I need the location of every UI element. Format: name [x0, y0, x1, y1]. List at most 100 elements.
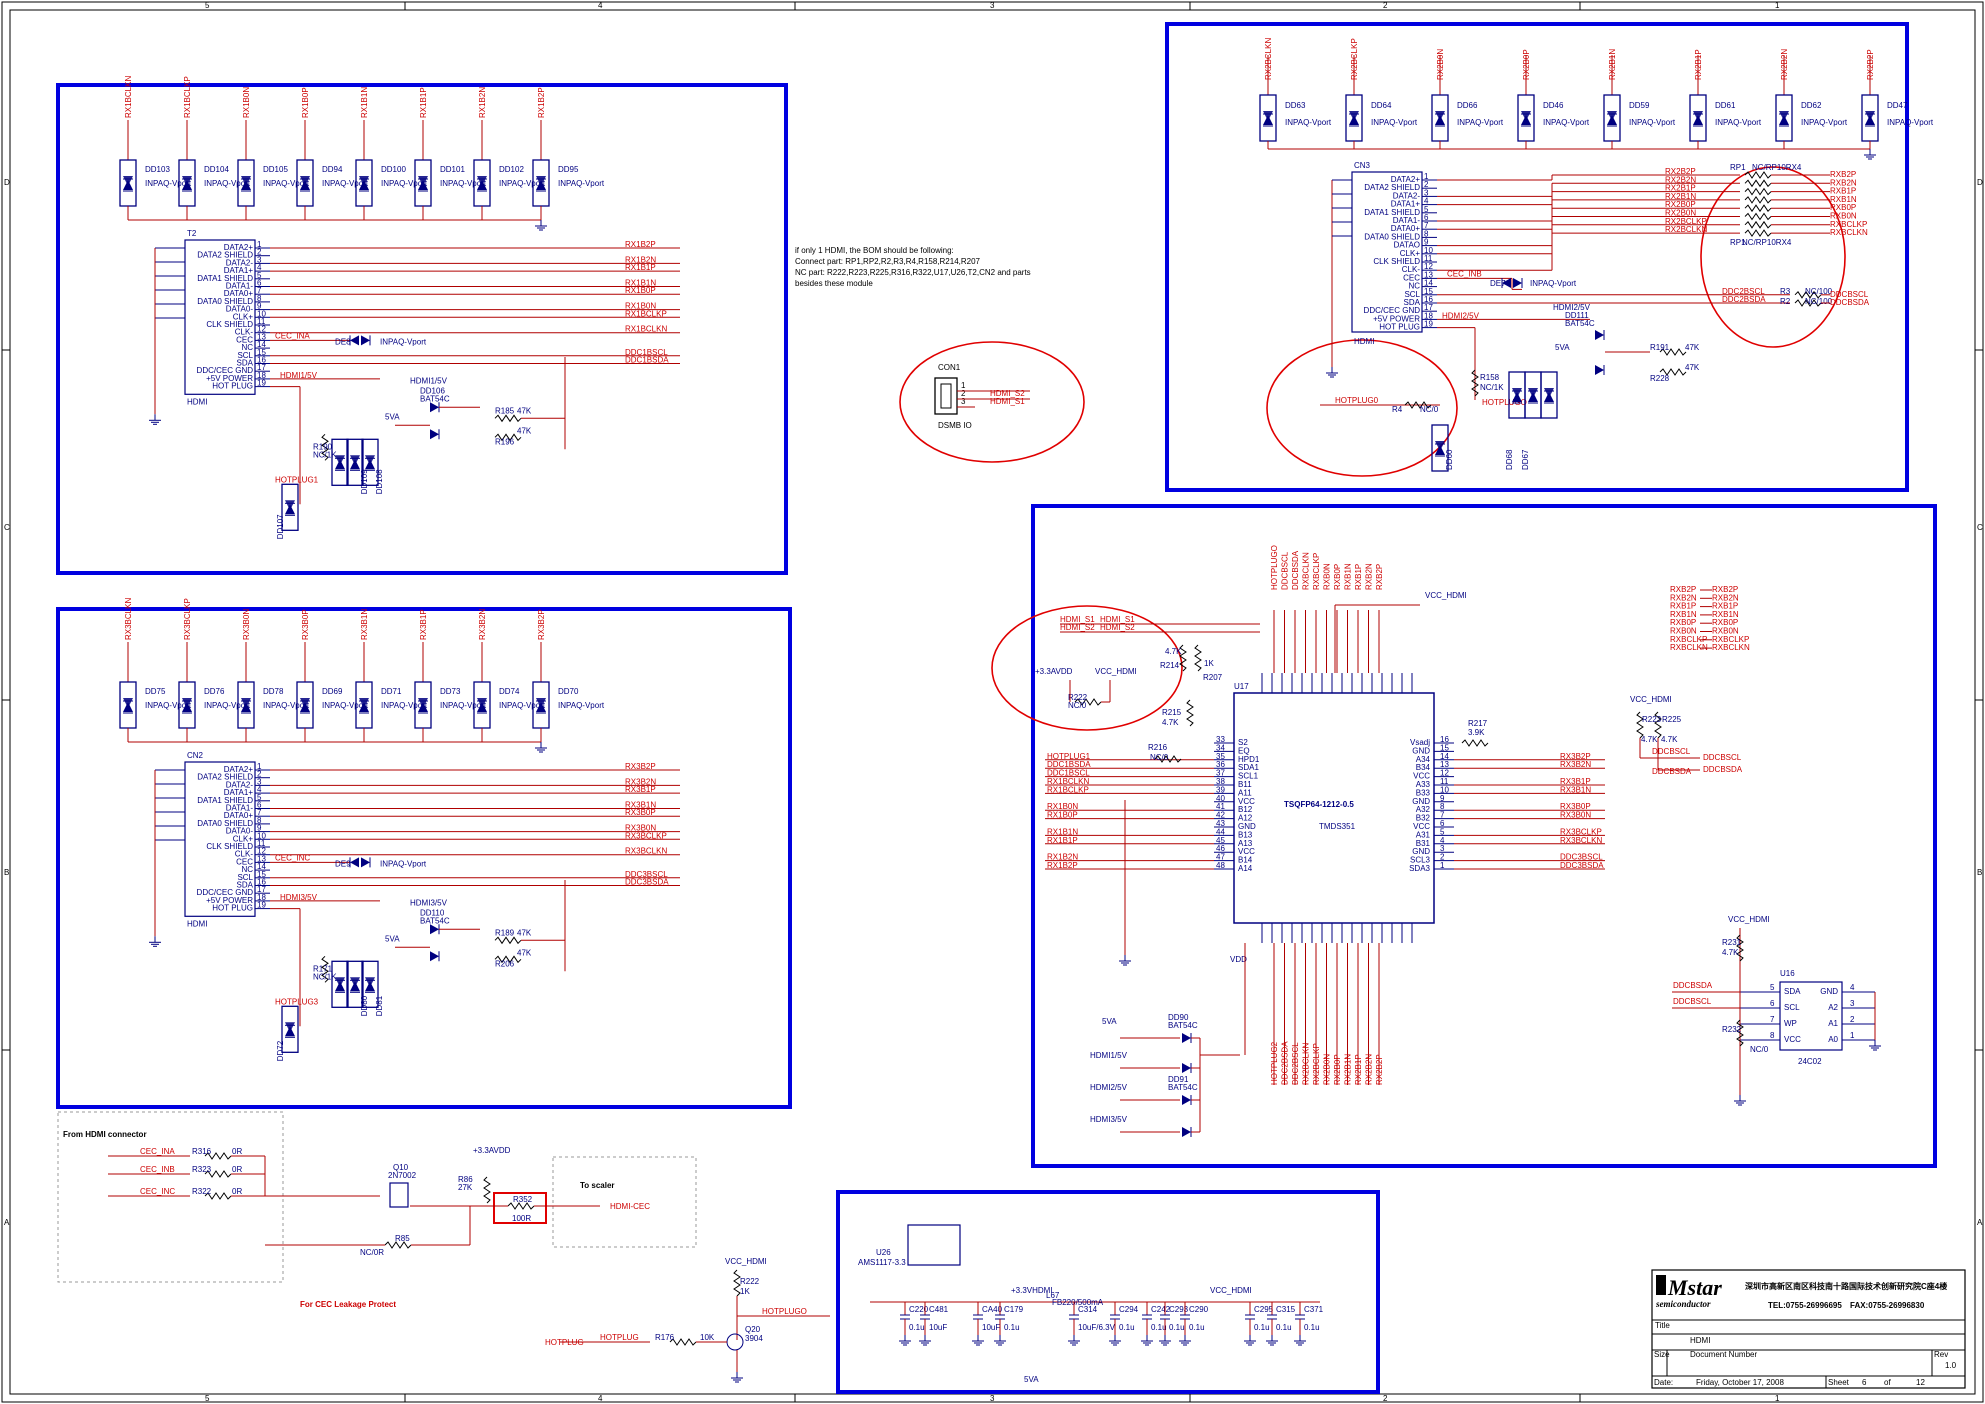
connector-pin-name: DATA0- — [226, 305, 254, 314]
rx-out-label-b: RXB2N — [1712, 593, 1739, 602]
u16-left-pin: SCL — [1784, 1003, 1800, 1012]
connector-pin-name: DATA0 SHIELD — [197, 819, 253, 828]
connector-pin-name: DATA2 SHIELD — [197, 251, 253, 260]
r217-ref: R217 — [1468, 719, 1488, 728]
cec-esd-diode — [349, 335, 359, 346]
border-col-2: 2 — [1383, 1, 1388, 10]
data-net-label: RX3B1P — [625, 785, 656, 794]
u17-bottom-net: RX2B1P — [1354, 1054, 1363, 1085]
connector-pin-number: 9 — [1424, 238, 1429, 247]
hdmi-s1-net-b: HDMI_S1 — [1100, 615, 1135, 624]
title-label: Title — [1655, 1321, 1670, 1330]
tvs-ref: DD103 — [145, 165, 170, 174]
tvs-part: INPAQ-Vport — [440, 701, 487, 710]
u16-left-pin: VCC — [1784, 1035, 1801, 1044]
sheet-label: Sheet — [1828, 1378, 1850, 1387]
fivev-label: 5VA — [1555, 343, 1570, 352]
hotplug-in-net-b: HOTPLUG — [600, 1333, 639, 1342]
u16-r231 — [1736, 934, 1744, 962]
tvs-ref: DD71 — [381, 687, 402, 696]
review-ring-rp — [1700, 166, 1846, 348]
data-net-label: RX3B0P — [625, 808, 656, 817]
ddc-scl-label: DDC3BSCL — [625, 870, 668, 879]
u17-left-pin: SCL1 — [1238, 772, 1259, 781]
connector-pin-name: CLK+ — [233, 312, 254, 321]
r217-resistor — [1461, 739, 1489, 747]
connector-pin-number: 18 — [1424, 311, 1433, 320]
tvs-part: INPAQ-Vport — [1543, 118, 1590, 127]
cap-ref: C371 — [1304, 1305, 1324, 1314]
tvs-ref: DD47 — [1887, 101, 1908, 110]
connector-pin-number: 5 — [1424, 205, 1429, 214]
r215-ref: R215 — [1162, 708, 1182, 717]
tvs-net-label: RX3B1N — [360, 609, 369, 640]
cec-esd-part: INPAQ-Vport — [380, 337, 427, 346]
r217-value: 3.9K — [1468, 728, 1485, 737]
hotplug-resistor-value: NC/1K — [313, 450, 337, 459]
tvs-net-label: RX1B0N — [242, 87, 251, 118]
connector-pin-number: 13 — [257, 854, 266, 863]
u17-right-num: 13 — [1440, 760, 1449, 769]
connector-pin-number: 11 — [257, 839, 266, 848]
u16-r232 — [1736, 1019, 1744, 1047]
r352-highlight — [493, 1192, 547, 1224]
tvs-diode — [355, 159, 373, 207]
bom-note-line-2: Connect part: RP1,RP2,R2,R3,R4,R158,R214… — [795, 257, 981, 266]
connector-pin-number: 4 — [1424, 197, 1429, 206]
r3-value: NC/100 — [1805, 287, 1833, 296]
connector-pin-name: CLK- — [235, 850, 254, 859]
u17-left-num: 41 — [1216, 802, 1225, 811]
connector-pin-name: DATA0- — [226, 827, 254, 836]
connector-pin-name: SCL — [237, 873, 253, 882]
u17-bottom-net: DDC2BSCL — [1291, 1042, 1300, 1085]
rxb-net-label: RXB0N — [1830, 212, 1857, 221]
rxb-net-label: RXB2P — [1830, 170, 1856, 179]
connector-pin-name: CLK+ — [233, 834, 254, 843]
connector-pin-name: SCL — [237, 351, 253, 360]
r228-ref: R228 — [1650, 374, 1670, 383]
cec-net-label: CEC_INA — [275, 331, 310, 340]
esd-ref: DD81 — [375, 995, 384, 1016]
u16-part: 24C02 — [1798, 1057, 1822, 1066]
connector-pin-number: 1 — [1424, 172, 1429, 181]
u17-right-net: RX3BCLKP — [1560, 827, 1602, 836]
vcc-hdmi-label: VCC_HDMI — [1095, 667, 1137, 676]
tvs-net-label: RX2B1P — [1694, 49, 1703, 80]
connector-pin-number: 11 — [257, 317, 266, 326]
connector-pin-name: SDA — [237, 881, 254, 890]
rx-out-label-b: RXB0N — [1712, 627, 1739, 636]
rx-net-label: RX2B1P — [1665, 184, 1696, 193]
connector-pin-name: CLK SHIELD — [206, 320, 253, 329]
cec-out-net: HDMI-CEC — [610, 1202, 650, 1211]
connector-pin-name: HOT PLUG — [212, 382, 253, 391]
r225-value: 4.7K — [1661, 735, 1678, 744]
connector-pin-number: 7 — [257, 286, 262, 295]
connector-pin-name: DATA2- — [1393, 191, 1421, 200]
r352-value: 100R — [512, 1214, 531, 1223]
hotplug-resistor-ref: R171 — [313, 964, 333, 973]
connector-pin-name: CLK- — [1402, 265, 1421, 274]
cap-ref: C290 — [1189, 1305, 1209, 1314]
connector-pin-name: NC — [1408, 282, 1420, 291]
connector-pin-number: 16 — [257, 356, 266, 365]
u17-right-num: 3 — [1440, 844, 1445, 853]
u17-left-num: 38 — [1216, 777, 1225, 786]
tvs-part: INPAQ-Vport — [1371, 118, 1418, 127]
review-ring-hotplug — [1266, 339, 1458, 477]
power-vcc-label: VCC_HDMI — [1210, 1286, 1252, 1295]
cec-net-label: CEC_INC — [275, 853, 310, 862]
u17-right-net: DDC3BSDA — [1560, 861, 1604, 870]
bom-note-line-1: if only 1 HDMI, the BOM should be follow… — [795, 246, 954, 255]
data-net-label: RX1B1P — [625, 263, 656, 272]
u17-right-num: 5 — [1440, 827, 1445, 836]
tvs-part: INPAQ-Vport — [558, 701, 605, 710]
rp-resistor — [1744, 187, 1772, 196]
u17-left-pin: HPD1 — [1238, 755, 1260, 764]
tvs-diode — [119, 159, 137, 207]
cec-source-title: From HDMI connector — [63, 1130, 147, 1139]
bat-diode-a — [430, 402, 440, 413]
u17-left-pin: EQ — [1238, 746, 1250, 755]
r223-ref: R223 — [1642, 715, 1662, 724]
cec-source-frame — [57, 1111, 284, 1283]
dd91-ref: DD91 — [1168, 1075, 1189, 1084]
